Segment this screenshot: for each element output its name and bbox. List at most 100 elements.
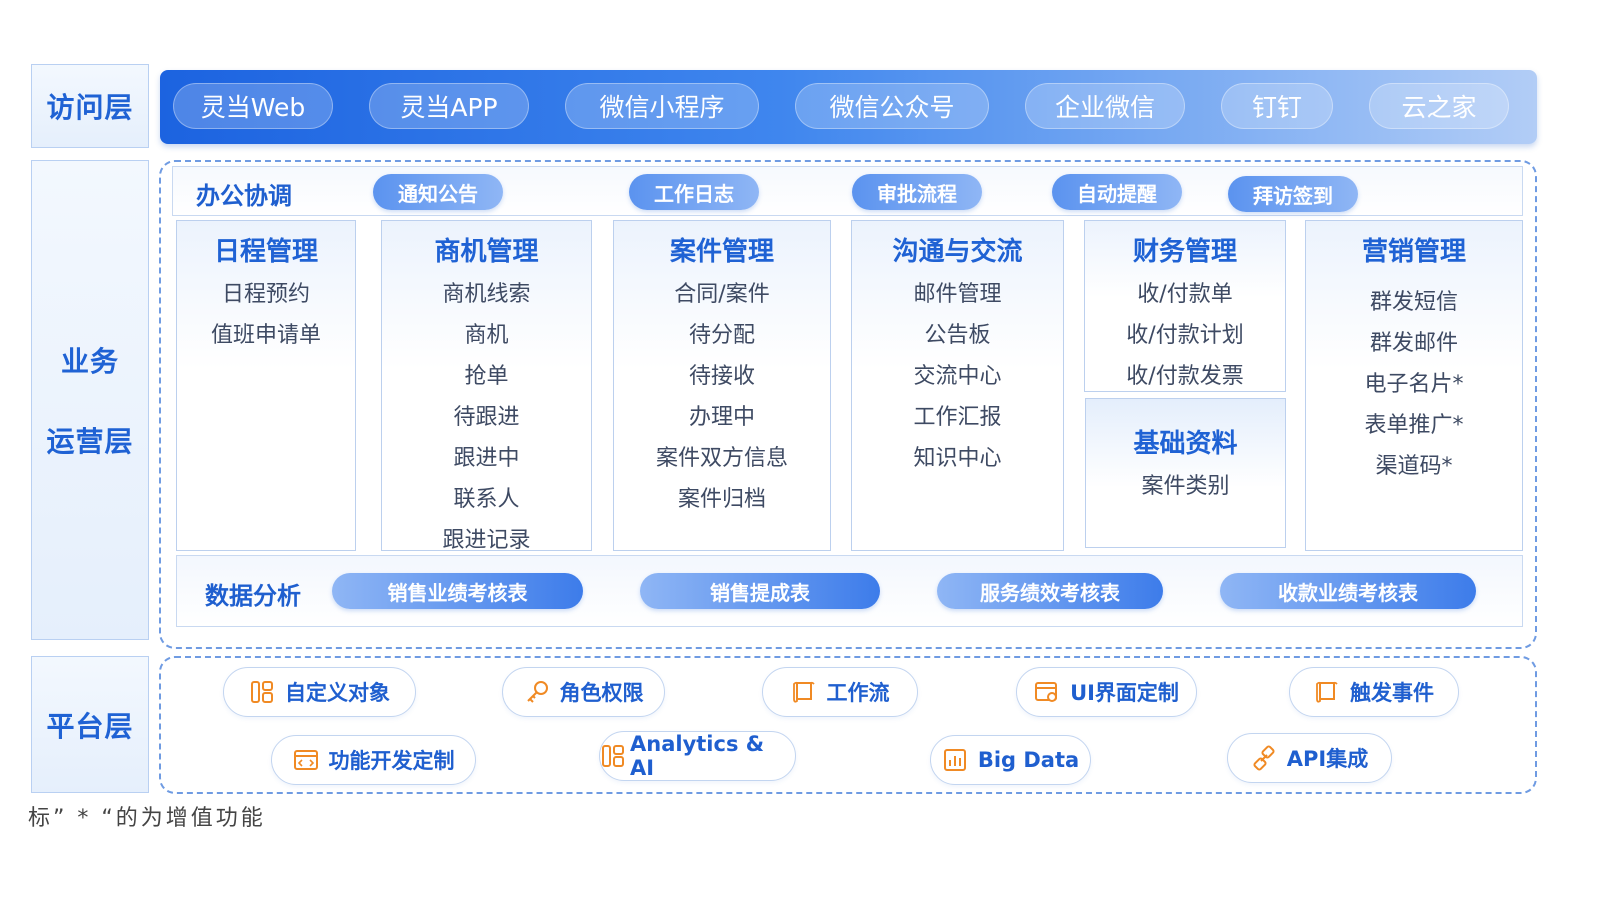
module-item: 跟进记录 [442, 528, 531, 553]
module-item: 待分配 [688, 323, 755, 348]
module-item: 商机 [464, 323, 509, 348]
module-item: 合同/案件 [674, 282, 770, 307]
access-channel-web: 灵当Web [173, 83, 333, 129]
platform-item-label: Analytics & AI [630, 732, 765, 780]
office-tag-reminder: 自动提醒 [1052, 174, 1182, 210]
access-channel-label: 云之家 [1401, 93, 1477, 122]
business-layer-container [159, 160, 1537, 649]
layer-label-business-line1: 业务 [60, 345, 119, 378]
module-case: 案件管理 合同/案件 待分配 待接收 办理中 案件双方信息 案件归档 [613, 220, 831, 551]
module-basic-data: 基础资料 案件类别 [1085, 398, 1286, 548]
module-title: 商机管理 [434, 237, 539, 267]
access-channel-label: 灵当Web [200, 93, 306, 122]
platform-item-label: 工作流 [826, 681, 890, 705]
module-item: 渠道码* [1375, 454, 1453, 479]
module-item: 收/付款发票 [1126, 364, 1244, 389]
platform-item-workflow: 工作流 [762, 667, 918, 717]
custom-object-icon [602, 745, 624, 767]
module-item: 办理中 [688, 405, 755, 430]
bar-chart-icon [943, 749, 966, 771]
module-title: 案件管理 [669, 237, 774, 267]
module-item: 待接收 [688, 364, 755, 389]
module-item: 联系人 [453, 487, 520, 512]
platform-item-big-data: Big Data [930, 735, 1091, 785]
ui-window-gear-icon [1035, 682, 1058, 702]
platform-item-ui-customization: UI界面定制 [1016, 667, 1197, 717]
access-channel-dingtalk: 钉钉 [1221, 83, 1333, 129]
module-item: 案件归档 [677, 487, 766, 512]
platform-item-label: API集成 [1286, 747, 1369, 771]
module-item: 表单推广* [1364, 413, 1464, 438]
platform-item-label: Big Data [977, 748, 1080, 772]
module-item: 知识中心 [913, 446, 1002, 471]
module-marketing: 营销管理 群发短信 群发邮件 电子名片* 表单推广* 渠道码* [1305, 220, 1523, 551]
access-channel-mini-program: 微信小程序 [565, 83, 759, 129]
platform-item-label: 触发事件 [1350, 681, 1434, 705]
scroll-icon [792, 681, 815, 703]
module-item: 案件类别 [1141, 474, 1230, 499]
access-channel-label: 微信小程序 [599, 93, 725, 122]
module-title: 财务管理 [1132, 237, 1237, 267]
analytics-tag-service-performance: 服务绩效考核表 [937, 573, 1163, 609]
data-analysis-title: 数据分析 [205, 582, 301, 610]
module-item: 案件双方信息 [655, 446, 788, 471]
layer-label-business: 业务 运营层 [31, 160, 149, 640]
platform-item-label: 角色权限 [559, 681, 644, 705]
office-tag-notice: 通知公告 [373, 174, 503, 210]
office-tag-label: 自动提醒 [1077, 181, 1157, 206]
layer-label-access-text: 访问层 [46, 91, 134, 124]
office-tag-label: 工作日志 [654, 181, 734, 206]
access-channel-wecom: 企业微信 [1025, 83, 1185, 129]
analytics-tag-collection-performance: 收款业绩考核表 [1220, 573, 1476, 609]
module-item: 值班申请单 [210, 323, 321, 348]
analytics-tag-label: 收款业绩考核表 [1278, 580, 1418, 605]
access-channel-official-account: 微信公众号 [795, 83, 989, 129]
office-tag-label: 拜访签到 [1253, 183, 1333, 208]
module-item: 邮件管理 [913, 282, 1002, 307]
analytics-tag-sales-commission: 销售提成表 [640, 573, 880, 609]
platform-item-custom-object: 自定义对象 [223, 667, 416, 717]
office-tag-worklog: 工作日志 [629, 174, 759, 210]
analytics-tag-label: 销售业绩考核表 [387, 580, 528, 605]
office-tag-label: 通知公告 [398, 181, 478, 206]
office-coordination-title: 办公协调 [196, 182, 292, 210]
office-tag-visit-checkin: 拜访签到 [1228, 176, 1358, 212]
module-item: 跟进中 [453, 446, 520, 471]
platform-item-api-integration: API集成 [1227, 733, 1392, 783]
module-item: 群发短信 [1369, 290, 1458, 315]
platform-item-label: 功能开发定制 [328, 749, 455, 773]
module-title: 沟通与交流 [892, 237, 1023, 267]
access-channel-label: 企业微信 [1054, 93, 1155, 122]
platform-item-trigger-event: 触发事件 [1289, 667, 1459, 717]
platform-item-role-permission: 角色权限 [502, 667, 665, 717]
office-tag-approval: 审批流程 [852, 174, 982, 210]
platform-item-label: 自定义对象 [285, 681, 390, 705]
layer-label-business-line2: 运营层 [46, 425, 134, 458]
access-channel-yunzhijia: 云之家 [1369, 83, 1509, 129]
module-opportunity: 商机管理 商机线索 商机 抢单 待跟进 跟进中 联系人 跟进记录 [381, 220, 592, 553]
module-item: 商机线索 [442, 282, 531, 307]
module-finance: 财务管理 收/付款单 收/付款计划 收/付款发票 [1084, 220, 1286, 392]
platform-item-feature-development: 功能开发定制 [271, 735, 476, 785]
footnote: 标” * “的为增值功能 [28, 806, 266, 831]
module-item: 收/付款单 [1137, 282, 1233, 307]
custom-object-icon [251, 681, 273, 703]
module-title: 营销管理 [1361, 237, 1466, 267]
module-item: 待跟进 [453, 405, 520, 430]
access-channel-label: 微信公众号 [829, 93, 955, 122]
link-icon [1253, 745, 1275, 771]
code-window-icon [293, 750, 318, 770]
module-item: 抢单 [464, 364, 509, 389]
module-item: 收/付款计划 [1126, 323, 1244, 348]
analytics-tag-label: 销售提成表 [710, 580, 810, 605]
platform-layer-container [159, 656, 1537, 794]
access-channel-label: 灵当APP [400, 93, 498, 122]
platform-item-label: UI界面定制 [1070, 681, 1179, 705]
access-channel-label: 钉钉 [1251, 93, 1302, 122]
layer-label-platform: 平台层 [31, 656, 149, 793]
platform-item-analytics-ai: Analytics & AI [599, 731, 796, 781]
module-schedule: 日程管理 日程预约 值班申请单 [176, 220, 356, 551]
module-item: 工作汇报 [913, 405, 1002, 430]
scroll-icon [1316, 681, 1338, 703]
layer-label-platform-text: 平台层 [46, 709, 134, 743]
